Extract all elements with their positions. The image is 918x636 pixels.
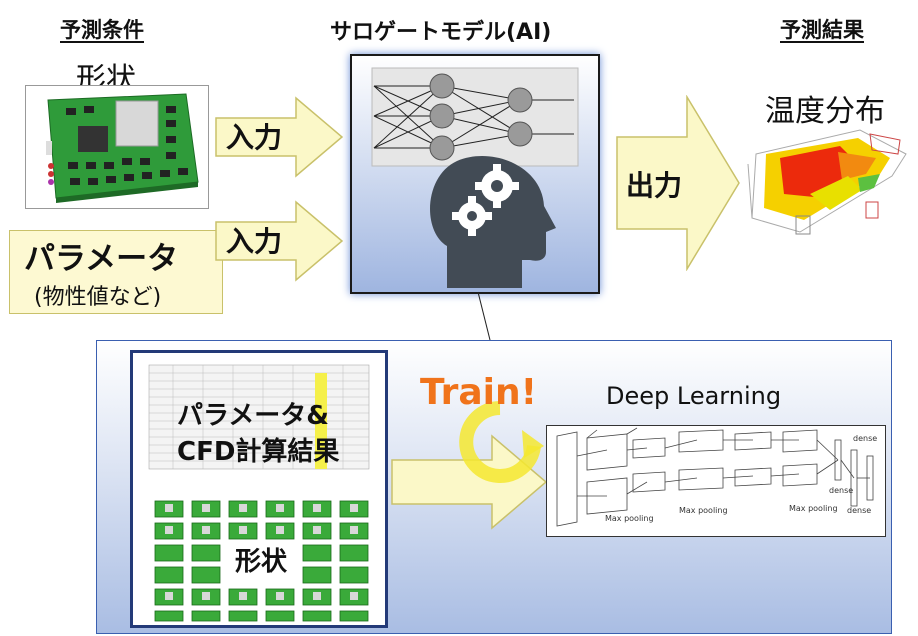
output-arrow-label: 出力: [626, 169, 683, 202]
neural-net-icon: [371, 67, 579, 288]
pcb-image: [25, 85, 209, 209]
input-arrow-1: [215, 96, 344, 178]
dense-label-2: dense: [847, 506, 872, 515]
train-label: Train!: [420, 372, 538, 413]
cycle-arrow-icon: [459, 401, 544, 483]
result-label: 温度分布: [765, 94, 885, 129]
cnn-architecture-diagram: dense dense dense Max pooling Max poolin…: [546, 425, 886, 537]
input-arrow-2-label: 入力: [226, 225, 283, 258]
output-arrow: [616, 95, 740, 271]
deep-learning-label: Deep Learning: [606, 382, 782, 410]
dataset-title-2: CFD計算結果: [177, 437, 340, 467]
maxpool-label-1: Max pooling: [605, 514, 654, 523]
input-arrow-2: [215, 200, 344, 282]
dense-label-3: dense: [853, 434, 878, 443]
dense-label-1: dense: [829, 486, 854, 495]
parameter-sublabel: (物性値など): [34, 285, 162, 310]
maxpool-label-3: Max pooling: [789, 504, 838, 513]
header-conditions: 予測条件: [60, 18, 144, 42]
shapes-label: 形状: [235, 541, 288, 578]
parameter-label: パラメータ: [24, 241, 179, 277]
dataset-table: [148, 364, 370, 470]
input-arrow-1-label: 入力: [226, 121, 283, 154]
dataset-title-1: パラメータ&: [177, 401, 329, 431]
connector-line: [477, 291, 491, 341]
train-arrow: [391, 434, 548, 530]
header-result: 予測結果: [780, 18, 864, 42]
ai-model-box: [350, 54, 600, 294]
dataset-box: パラメータ& CFD計算結果 形状: [130, 350, 388, 628]
temperature-map: [747, 129, 907, 235]
parameter-box: パラメータ (物性値など): [9, 230, 223, 314]
shape-thumbnails: [154, 500, 369, 622]
header-model: サロゲートモデル(AI): [330, 20, 552, 45]
maxpool-label-2: Max pooling: [679, 506, 728, 515]
